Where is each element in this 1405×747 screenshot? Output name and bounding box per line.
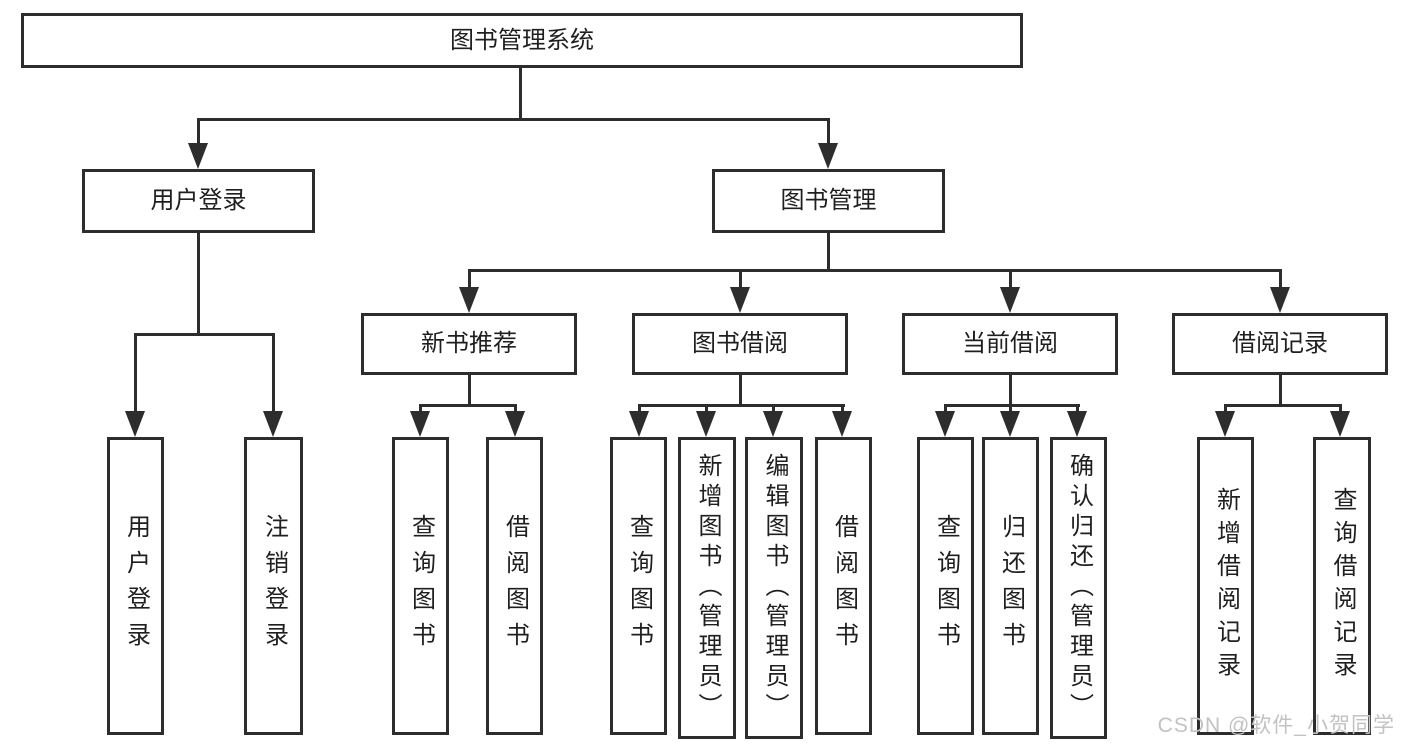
node-add-borrow-record-label: 新增借阅记录	[1212, 487, 1240, 685]
arrow-down-icon	[1067, 411, 1087, 437]
arrow-down-icon	[935, 411, 955, 437]
connector-stub	[1339, 404, 1342, 414]
connector-hline	[134, 333, 275, 336]
node-borrow-records-label: 借阅记录	[1232, 330, 1328, 357]
arrow-down-icon	[505, 411, 525, 437]
node-query-books-current-label: 查询图书	[932, 514, 960, 658]
arrow-down-icon	[1000, 411, 1020, 437]
watermark-text: CSDN @软件_小贺同学	[1157, 714, 1395, 737]
connector-stub	[944, 404, 947, 414]
node-current-borrowing-label: 当前借阅	[962, 330, 1058, 357]
connector-stub	[197, 118, 200, 148]
arrow-down-icon	[410, 411, 430, 437]
connector-stub	[739, 269, 742, 291]
arrow-down-icon	[1215, 411, 1235, 437]
node-add-borrow-record: 新增借阅记录	[1197, 437, 1254, 735]
arrow-down-icon	[818, 143, 838, 169]
node-borrow-books-borrowing-label: 借阅图书	[830, 514, 858, 658]
connector-vline	[739, 373, 742, 406]
connector-vline	[519, 65, 522, 121]
node-logout-leaf: 注销登录	[244, 437, 303, 735]
connector-hline	[197, 118, 830, 121]
arrow-down-icon	[459, 287, 479, 313]
arrow-down-icon	[730, 287, 750, 313]
arrow-down-icon	[1330, 411, 1350, 437]
node-borrow-books-recommend: 借阅图书	[486, 437, 543, 735]
arrow-down-icon	[263, 411, 283, 437]
connector-vline	[197, 231, 200, 336]
connector-vline	[1279, 373, 1282, 406]
node-edit-book-admin: 编辑图书（管理员）	[745, 437, 803, 739]
arrow-down-icon	[125, 411, 145, 437]
arrow-down-icon	[763, 411, 783, 437]
connector-stub	[134, 333, 137, 413]
connector-stub	[841, 404, 844, 414]
arrow-down-icon	[696, 411, 716, 437]
connector-stub	[827, 118, 830, 148]
arrow-down-icon	[832, 411, 852, 437]
node-query-books-current: 查询图书	[917, 437, 974, 735]
node-library-system-label: 图书管理系统	[450, 26, 594, 54]
node-borrow-books-recommend-label: 借阅图书	[501, 514, 529, 658]
node-query-books-recommend: 查询图书	[392, 437, 449, 735]
connector-hline	[468, 269, 1282, 272]
arrow-down-icon	[1000, 287, 1020, 313]
connector-stub	[419, 404, 422, 414]
node-query-borrow-record-label: 查询借阅记录	[1329, 487, 1356, 685]
node-new-book-recommend: 新书推荐	[361, 313, 577, 375]
connector-stub	[514, 404, 517, 414]
node-return-book: 归还图书	[982, 437, 1039, 735]
connector-vline	[1009, 373, 1012, 406]
arrow-down-icon	[1270, 287, 1290, 313]
connector-vline	[468, 373, 471, 406]
node-query-books-borrowing-label: 查询图书	[625, 514, 653, 658]
arrow-down-icon	[629, 411, 649, 437]
node-user-login-leaf: 用户登录	[107, 437, 164, 735]
node-borrow-books-borrowing: 借阅图书	[815, 437, 872, 735]
node-logout-leaf-label: 注销登录	[260, 514, 288, 658]
node-query-books-recommend-label: 查询图书	[407, 514, 435, 658]
node-book-management-label: 图书管理	[780, 187, 877, 214]
connector-stub	[1009, 269, 1012, 291]
node-query-borrow-record: 查询借阅记录	[1313, 437, 1371, 735]
node-user-login-leaf-label: 用户登录	[122, 514, 150, 658]
connector-stub	[1279, 269, 1282, 291]
connector-hline	[419, 404, 517, 407]
node-user-login-label: 用户登录	[150, 187, 247, 214]
connector-stub	[772, 404, 775, 414]
node-book-borrowing: 图书借阅	[632, 313, 848, 375]
connector-stub	[1009, 404, 1012, 414]
arrow-down-icon	[188, 143, 208, 169]
node-add-book-admin-label: 新增图书（管理员）	[694, 453, 721, 723]
connector-stub	[638, 404, 641, 414]
connector-stub	[1076, 404, 1079, 414]
connector-hline	[638, 404, 845, 407]
connector-stub	[272, 333, 275, 413]
node-return-book-label: 归还图书	[997, 514, 1025, 658]
connector-vline	[827, 231, 830, 272]
connector-hline	[944, 404, 1080, 407]
node-library-system: 图书管理系统	[21, 13, 1023, 68]
node-user-login: 用户登录	[82, 169, 315, 233]
node-add-book-admin: 新增图书（管理员）	[678, 437, 736, 739]
node-current-borrowing: 当前借阅	[902, 313, 1118, 375]
node-new-book-recommend-label: 新书推荐	[421, 330, 517, 357]
node-book-management: 图书管理	[712, 169, 945, 233]
node-confirm-return-admin-label: 确认归还（管理员）	[1065, 453, 1093, 723]
connector-stub	[468, 269, 471, 291]
node-edit-book-admin-label: 编辑图书（管理员）	[761, 453, 788, 723]
node-confirm-return-admin: 确认归还（管理员）	[1050, 437, 1107, 739]
node-query-books-borrowing: 查询图书	[610, 437, 667, 735]
node-borrow-records: 借阅记录	[1172, 313, 1388, 375]
node-book-borrowing-label: 图书借阅	[692, 330, 788, 357]
connector-stub	[705, 404, 708, 414]
connector-stub	[1224, 404, 1227, 414]
connector-hline	[1224, 404, 1342, 407]
